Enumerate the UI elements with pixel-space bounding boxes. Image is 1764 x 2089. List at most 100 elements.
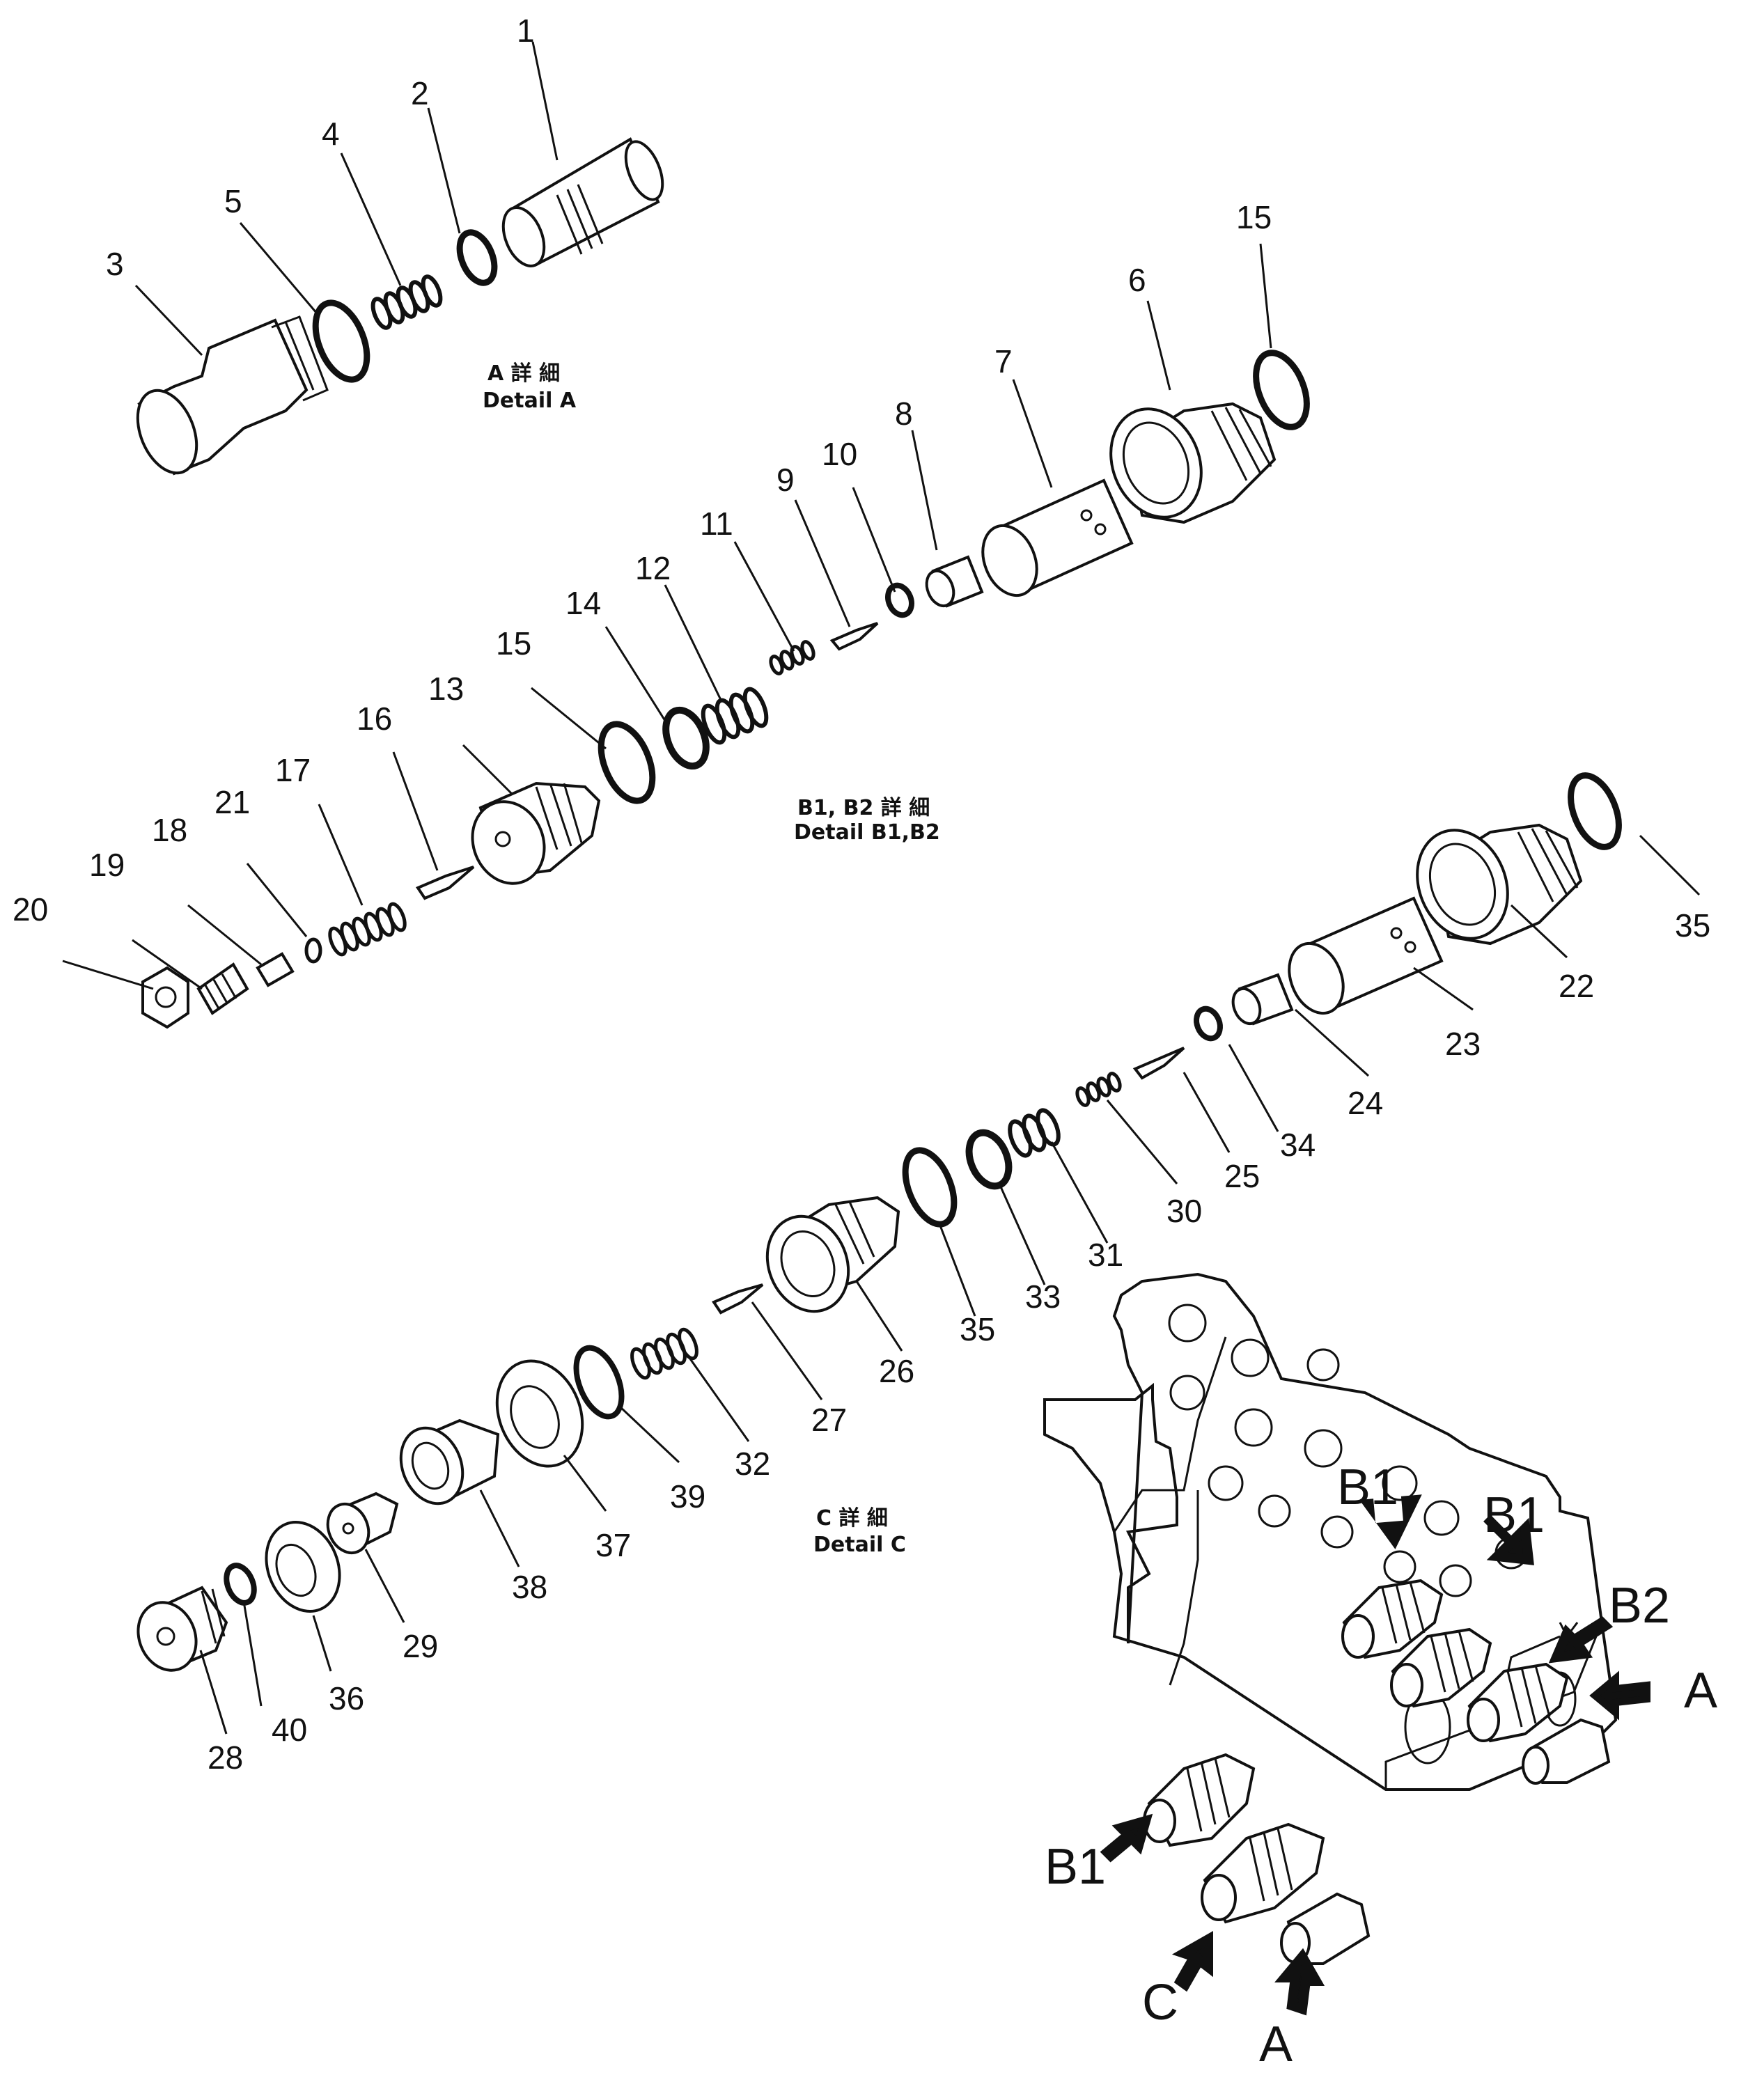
detail-c-assembly — [136, 772, 1622, 1672]
part-label-4: 4 — [322, 116, 340, 152]
part-label-15-upper: 15 — [1236, 199, 1272, 235]
part-label-29: 29 — [403, 1628, 438, 1664]
part-23-sleeve — [1288, 896, 1444, 1015]
detail-a-caption-en: Detail A — [483, 389, 577, 413]
part-25-pin — [1132, 1047, 1185, 1080]
part-label-27: 27 — [811, 1402, 847, 1438]
arrow-b1-top-right — [1483, 1515, 1534, 1565]
part-label-10: 10 — [822, 436, 857, 472]
part-7-sleeve — [981, 478, 1134, 597]
detail-c-caption-en: Detail C — [813, 1533, 906, 1557]
part-9-pin — [829, 622, 879, 651]
part-label-36: 36 — [329, 1680, 364, 1716]
part-label-40: 40 — [272, 1712, 307, 1748]
part-label-28: 28 — [208, 1739, 243, 1776]
part-label-35-upper: 35 — [1675, 907, 1710, 944]
detail-b-caption-en: Detail B1,B2 — [794, 820, 940, 845]
valve-b1-upper-mid — [1390, 1627, 1492, 1708]
part-13-cap — [471, 781, 601, 885]
part-28-plug — [136, 1586, 228, 1672]
part-8-piston — [925, 555, 984, 608]
part-30-spring — [1075, 1072, 1122, 1107]
part-label-26: 26 — [879, 1353, 914, 1389]
detail-b-assembly — [141, 350, 1310, 1029]
detail-a-caption-jp: A 詳 細 — [487, 361, 560, 386]
part-label-35-lower: 35 — [960, 1311, 995, 1347]
part-32-spring — [630, 1327, 698, 1380]
detail-b-caption-jp: B1, B2 詳 細 — [797, 796, 930, 820]
part-17-spring — [328, 902, 407, 957]
part-3-plug — [136, 315, 329, 476]
part-22-housing — [1416, 823, 1583, 946]
arrow-c — [1171, 1930, 1213, 1992]
part-10-washer — [885, 582, 914, 618]
arrow-b2 — [1548, 1616, 1614, 1664]
part-14-ring — [662, 706, 710, 770]
part-label-39: 39 — [670, 1478, 705, 1515]
part-label-31: 31 — [1088, 1237, 1123, 1273]
part-label-3: 3 — [106, 246, 124, 282]
part-26-cap — [765, 1196, 900, 1313]
part-35-o-ring-upper — [1568, 772, 1622, 850]
arrow-a-bottom — [1274, 1948, 1325, 2016]
arrow-label-b1-left: B1 — [1045, 1839, 1106, 1895]
part-label-23: 23 — [1445, 1026, 1481, 1062]
part-label-34: 34 — [1280, 1127, 1316, 1163]
part-label-30: 30 — [1166, 1193, 1202, 1229]
part-label-5: 5 — [224, 183, 242, 219]
part-label-24: 24 — [1348, 1085, 1383, 1121]
arrow-b1-left — [1100, 1813, 1153, 1863]
part-label-1: 1 — [517, 13, 535, 49]
part-label-16: 16 — [357, 701, 392, 737]
part-18-poppet — [256, 952, 295, 987]
part-35-o-ring-lower — [902, 1147, 958, 1228]
part-33-ring — [965, 1129, 1013, 1190]
part-29-poppet — [326, 1492, 399, 1554]
arrow-label-a-bottom: A — [1259, 2017, 1293, 2072]
detail-c-caption-jp: C 詳 細 — [816, 1506, 888, 1531]
part-11-spring — [769, 640, 815, 675]
part-label-37: 37 — [595, 1527, 631, 1563]
part-label-14: 14 — [565, 585, 601, 621]
arrow-b1-top-left — [1359, 1494, 1422, 1549]
part-label-21: 21 — [214, 784, 250, 820]
part-label-9: 9 — [776, 462, 795, 498]
part-label-22: 22 — [1559, 968, 1594, 1004]
part-15-o-ring-lower — [598, 721, 656, 804]
part-24-piston — [1231, 973, 1294, 1026]
part-38-seat — [399, 1418, 500, 1505]
part-40-o-ring — [224, 1563, 257, 1606]
valve-c-lower — [1201, 1822, 1325, 1924]
valve-b2-upper — [1467, 1662, 1569, 1743]
part-20-nut — [141, 966, 189, 1029]
part-label-6: 6 — [1128, 262, 1146, 298]
part-label-2: 2 — [411, 75, 429, 111]
leader-lines — [62, 41, 1701, 1735]
part-label-20: 20 — [13, 891, 48, 928]
part-6-housing — [1109, 402, 1277, 524]
part-label-33: 33 — [1025, 1278, 1061, 1315]
part-36-ring — [265, 1521, 341, 1613]
part-27-needle — [712, 1283, 764, 1315]
part-label-15-lower: 15 — [496, 625, 531, 662]
part-label-18: 18 — [152, 812, 187, 848]
arrow-a-right — [1589, 1671, 1650, 1721]
part-2-ring — [456, 229, 498, 286]
part-label-38: 38 — [512, 1569, 547, 1605]
arrow-label-c: C — [1142, 1975, 1178, 2031]
part-label-32: 32 — [735, 1446, 770, 1482]
part-37-ring — [495, 1359, 584, 1468]
part-19-screw — [196, 962, 249, 1015]
part-label-8: 8 — [895, 396, 913, 432]
detail-a-assembly — [136, 137, 664, 476]
part-16-needle — [415, 866, 475, 900]
part-label-7: 7 — [994, 343, 1013, 380]
valve-b1-lower — [1143, 1753, 1256, 1847]
arrow-label-a-right: A — [1684, 1663, 1717, 1719]
part-39-o-ring — [573, 1345, 625, 1420]
arrow-label-b1-top-left: B1 — [1337, 1460, 1398, 1515]
part-15-o-ring-upper — [1253, 350, 1310, 430]
part-12-spring — [701, 687, 769, 745]
part-label-25: 25 — [1224, 1158, 1260, 1194]
control-valve-block — [1043, 1272, 1618, 1965]
